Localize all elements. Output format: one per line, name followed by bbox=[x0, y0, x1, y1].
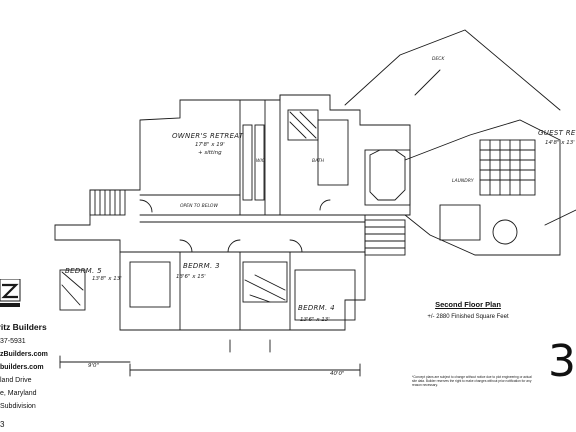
bedroom-4-dimensions: 13'6" x 13' bbox=[300, 317, 330, 323]
plan-title: Second Floor Plan bbox=[435, 300, 501, 309]
bedroom-4-label: BEDRM. 4 bbox=[298, 304, 335, 312]
owners-retreat-dimensions: 17'8" x 19' bbox=[195, 142, 225, 148]
deck-label: DECK bbox=[432, 57, 445, 62]
builder-email[interactable]: zBuilders.com bbox=[0, 351, 48, 358]
builder-info: afritz Builders 37-5931 zBuilders.com bu… bbox=[0, 322, 48, 410]
builder-subdivision: Subdivision bbox=[0, 403, 36, 410]
builder-name: afritz Builders bbox=[0, 322, 47, 332]
builder-address: land Drive bbox=[0, 377, 32, 384]
bedroom-3-dimensions: 13'6" x 15' bbox=[176, 274, 206, 280]
builder-website[interactable]: builders.com bbox=[0, 364, 44, 371]
corner-sheet-mark: 3 bbox=[0, 420, 5, 429]
bath-label: BATH bbox=[312, 159, 324, 164]
guest-retreat-dimensions: 14'8" x 13' bbox=[545, 140, 575, 146]
plan-title-block: Second Floor Plan +/- 2880 Finished Squa… bbox=[408, 300, 528, 320]
plan-square-footage: +/- 2880 Finished Square Feet bbox=[427, 314, 509, 320]
bedroom-5-label: BEDRM. 5 bbox=[65, 267, 102, 275]
laundry-label: LAUNDRY bbox=[452, 179, 474, 184]
owners-retreat-note: + sitting bbox=[198, 150, 222, 156]
wic-label: WIC bbox=[256, 159, 265, 164]
open-to-below-label: OPEN TO BELOW bbox=[180, 204, 218, 209]
owners-retreat-label: OWNER'S RETREAT bbox=[172, 132, 244, 140]
builder-city: e, Maryland bbox=[0, 390, 37, 397]
bottom-dimension-2: 40'0" bbox=[330, 371, 345, 377]
bottom-dimension-1: 9'0" bbox=[88, 363, 100, 369]
builder-phone: 37-5931 bbox=[0, 338, 26, 345]
bedroom-5-dimensions: 13'8" x 13' bbox=[92, 276, 122, 282]
guest-retreat-label: GUEST RE bbox=[538, 129, 576, 137]
builder-logo bbox=[0, 279, 21, 307]
page-number: 3. bbox=[548, 336, 576, 387]
bedroom-3-label: BEDRM. 3 bbox=[183, 262, 220, 270]
disclaimer-text: *Concept plans are subject to change wit… bbox=[412, 375, 532, 387]
